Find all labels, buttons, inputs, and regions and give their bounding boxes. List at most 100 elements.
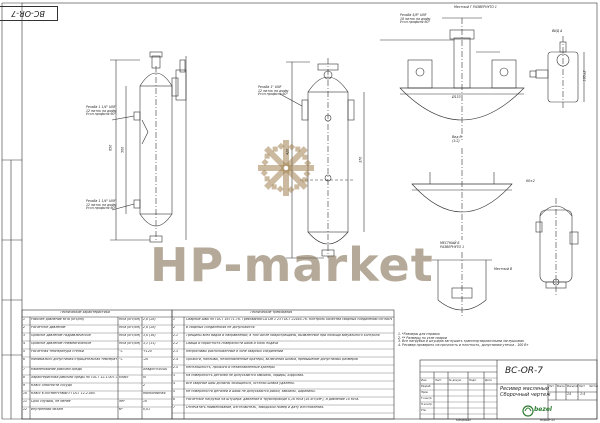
tr-row-text: Расчетные нагрузки на штуцера: давление … [186,398,360,401]
title-block [419,359,598,420]
tc-row-param: Пробное давление пневматическое [31,342,92,345]
tc-row-num: 11 [23,400,28,403]
tc-row-param: Характеристика рабочей среды по ГОСТ 12.… [31,376,117,379]
tr-row-num: 2.2 [173,342,179,345]
tc-row-unit: МПа (кгс/см) [119,342,141,345]
tc-row-value: 3,1 (31) [143,342,156,345]
thread-callout-topview: Резьба 5/8" UNF 18 ниток на дюйм Угол пр… [400,13,431,25]
tr-row-num: 2.5 [173,366,179,369]
vessel-left [110,51,187,243]
tc-row-num: 12 [23,408,28,411]
drawing-frame [21,2,598,420]
view-local-b [432,252,492,318]
scale-value: 1:4 [580,392,586,396]
tech-reqs-table [171,309,395,420]
tr-row-num: 2 [173,326,176,329]
notes: 1. *Размеры для справок 2. ** Размеры по… [398,332,529,347]
tc-row-value: 10 [143,400,148,403]
tr-row-num: 2.4 [173,358,179,361]
tc-row-num: 6 [23,358,26,361]
tc-row-unit: МПа (кгс/см) [119,318,141,321]
tr-row-num: 1 [173,318,176,321]
tc-row-param: Наименование рабочей среды [31,368,83,371]
thread-callout-top: Резьба 1 1/4" UNF 12 ниток на дюйм Угол … [86,105,117,117]
dim-370: 370 [358,156,363,163]
tc-row-num: 4 [23,342,26,345]
tc-row-param: Пробное давление гидравлическое [31,334,91,337]
tc-row-value: Малоопасная [143,392,166,395]
tr-row-num: 2.3 [173,350,179,353]
drawing-title: Ресивер масляный Сборочный чертеж [500,386,551,398]
tc-row-value: +120 [143,350,152,353]
tr-row-text: Не поверхности деталей и швах не допуска… [186,390,316,393]
tc-row-unit: °С [119,350,123,353]
tech-reqs-title: Технические требования [250,311,293,314]
tc-row-value: Хладон R404A [143,368,167,371]
tr-row-text: Все сварные швы должны зачищаться, остат… [186,382,295,385]
kopir-label: Копировал [456,419,471,422]
tc-row-param: Расчетная температура стенки [31,350,84,353]
title-block-label: Дата [485,379,492,382]
tr-row-text: На поверхность деталей не допускаются за… [186,374,305,377]
title-block-label: Разраб. [421,385,432,388]
dim-60: 60±2 [526,179,535,183]
tr-row-text: Трещины всех видов и направлений, в том … [186,334,380,337]
view-b-label: Вид В (1:2) [452,135,462,143]
title-block-head: Масштаб [567,385,579,388]
tc-row-num: 3 [23,334,26,337]
tc-row-param: Расчетное давление [31,326,66,329]
format-label: Формат А3 [540,419,555,422]
tr-row-num: 5 [173,390,176,393]
dim-650: 650 [108,144,113,151]
title-block-label: Т.контр. [421,397,433,400]
dim-o133: Ø133 [452,95,461,99]
tc-row-unit: м³ [119,408,123,411]
brand-logo-icon [522,405,534,417]
tc-row-unit: МПа (кгс/см) [119,334,141,337]
view-b [411,148,513,240]
tc-row-value: -20 [143,358,149,361]
tc-row-param: Минимально допустимая отрицательная темп… [31,358,117,361]
tc-row-param: Класс в соответствии с ГОСТ 12.2.085 [31,392,95,395]
tr-row-text: Отпечатать наименование, изготовитель, з… [186,406,325,409]
tr-row-num: 2.1 [173,334,179,337]
tc-row-param: Срок службы, не менее [31,400,71,403]
tc-row-param: Внутренний объем [31,408,63,411]
view-a-label: ВИД А [552,29,563,33]
tc-row-num: 7 [23,368,26,371]
view-a [529,36,585,110]
title-block-label: Изм. [421,379,428,382]
tr-row-num: 3 [173,374,176,377]
tc-row-num: 1 [23,318,26,321]
tech-chars-title: Технические характеристики [60,311,110,314]
watermark-text: HP-market [150,238,434,292]
tr-row-text: Непроплавы расположенные в зоне сварных … [186,350,284,353]
tr-row-text: Сварные швы по ГОСТ 16771-76. Требования… [186,318,392,321]
tc-row-param: Рабочее давление МПа (кгс/см) [31,318,84,321]
tr-row-text: Несплошность, прожоги и незаплавленные к… [186,366,275,369]
tc-row-num: 8 [23,376,26,379]
title-block-head: Листов [589,385,598,388]
tr-row-text: В сварных соединениях не допускаются: [186,326,256,329]
tc-row-value: 3,6 (36) [143,334,156,337]
tc-row-value: 2,8 (28) [143,318,156,321]
local-v-label: Местный В [494,267,513,271]
tc-row-num: 10 [23,392,28,395]
flipped-code-stamp: ВС-ОR-7 [0,6,58,21]
local-view-label: Местный Г РАЗВЕРНУТО 1 [454,5,497,9]
dim-165: 165±2 [582,70,587,82]
tr-row-text: Прожоги, наплывы, незаплавленные кратеры… [186,358,358,361]
view-top [380,17,525,140]
tr-row-num: 4 [173,382,176,385]
tc-row-unit: класс [119,376,129,379]
tc-row-value: 2 [143,384,146,387]
dim-500: 500 [120,146,125,153]
title-block-label: Утв. [421,409,427,412]
title-block-head: Лист [579,385,586,388]
tc-row-param: Класс опасности сосуда [31,384,72,387]
tc-row-unit: лет [119,400,125,403]
tc-row-num: 9 [23,384,26,387]
tc-row-num: 2 [23,326,26,329]
tc-row-num: 5 [23,350,26,353]
